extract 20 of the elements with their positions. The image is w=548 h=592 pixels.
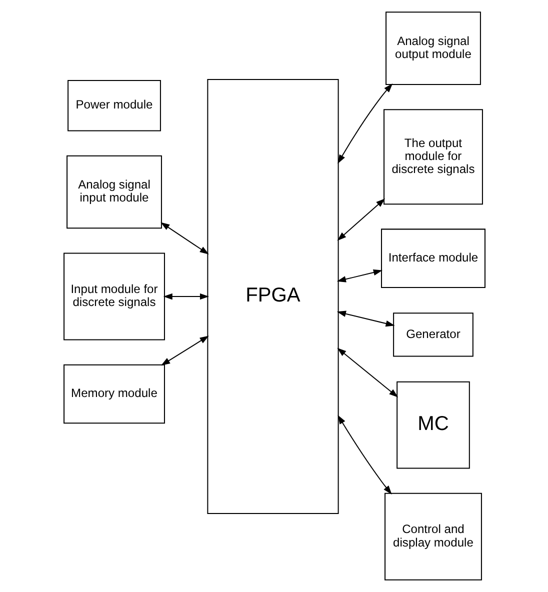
node-box: Memory module: [63, 364, 164, 424]
node-box: Control and display module: [384, 492, 482, 580]
arrow: [336, 348, 398, 398]
node-box: Analog signal input module: [66, 155, 162, 229]
node-box: The output module for discrete signals: [383, 109, 482, 205]
arrow: [336, 310, 394, 327]
node-box: Input module for discrete signals: [63, 252, 164, 340]
arrow: [337, 83, 392, 164]
arrow: [160, 222, 208, 254]
arrow: [336, 269, 382, 282]
node-box: Analog signal output module: [385, 12, 480, 86]
arrow: [336, 198, 385, 241]
arrow: [162, 293, 209, 300]
node-box: Generator: [392, 312, 473, 357]
node-box: MC: [396, 381, 470, 469]
arrow: [160, 336, 208, 366]
node-box: Interface module: [380, 228, 485, 288]
node-box: FPGA: [206, 78, 338, 514]
node-box: Power module: [67, 80, 160, 132]
arrow: [337, 414, 392, 494]
